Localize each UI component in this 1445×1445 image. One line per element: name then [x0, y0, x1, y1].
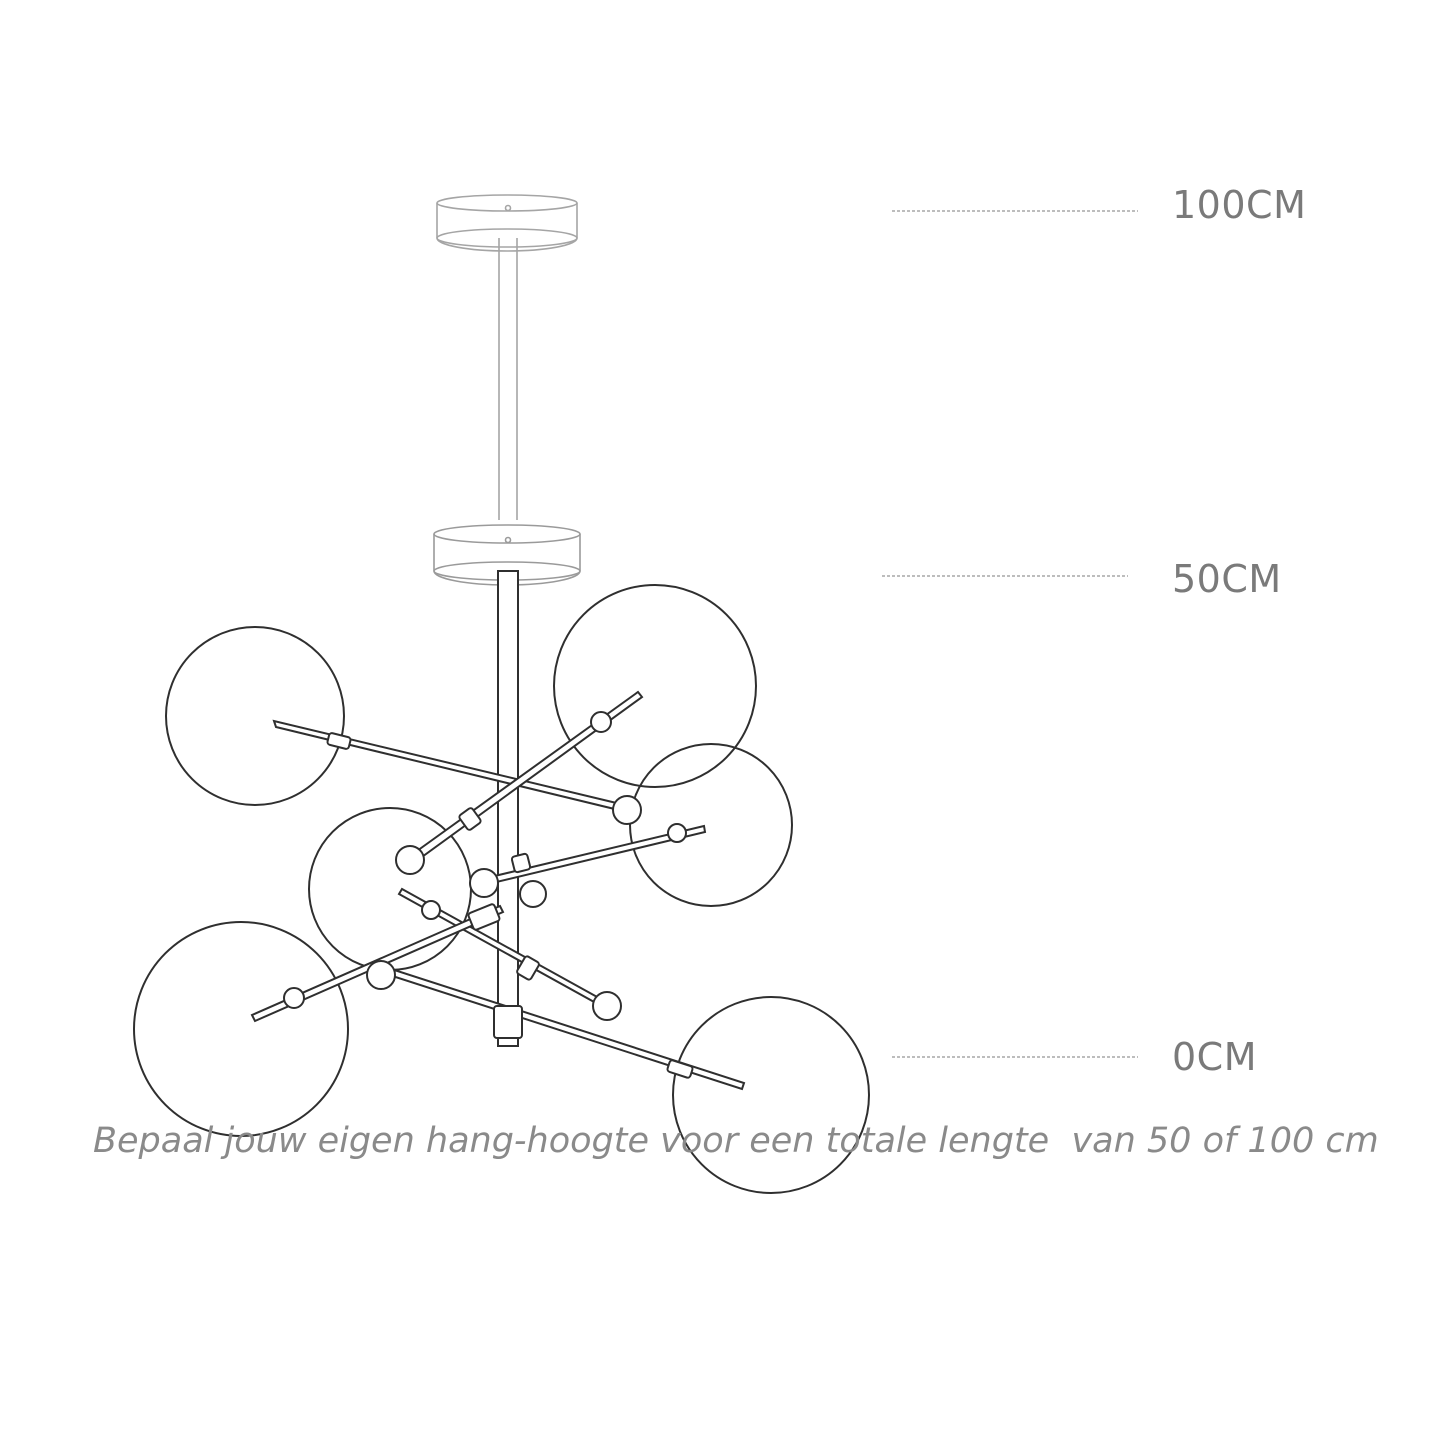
height-label-50cm: 50CM: [1172, 557, 1282, 601]
arm-bottom-right: [366, 960, 746, 1091]
globe-top-right: [553, 584, 757, 788]
arm-top-left: [272, 719, 642, 825]
arm-mid-right: [469, 823, 707, 898]
height-guides: [882, 210, 1138, 1058]
globe-mid-right: [629, 743, 793, 907]
globe-bottom-left: [133, 921, 349, 1137]
globe-bottom-right: [672, 996, 870, 1194]
height-label-0cm: 0CM: [1172, 1035, 1257, 1079]
caption-text: Bepaal jouw eigen hang-hoogte voor een t…: [93, 1121, 1379, 1161]
globe-top-left: [165, 626, 345, 806]
canopy-100-faded: [436, 194, 578, 520]
height-label-100cm: 100CM: [1172, 183, 1307, 227]
arm-top-right: [395, 690, 644, 875]
chandelier-body: [133, 570, 870, 1194]
joint-ball-center: [519, 880, 547, 908]
central-stem: [497, 570, 519, 1047]
arm-mid-left: [397, 887, 622, 1021]
